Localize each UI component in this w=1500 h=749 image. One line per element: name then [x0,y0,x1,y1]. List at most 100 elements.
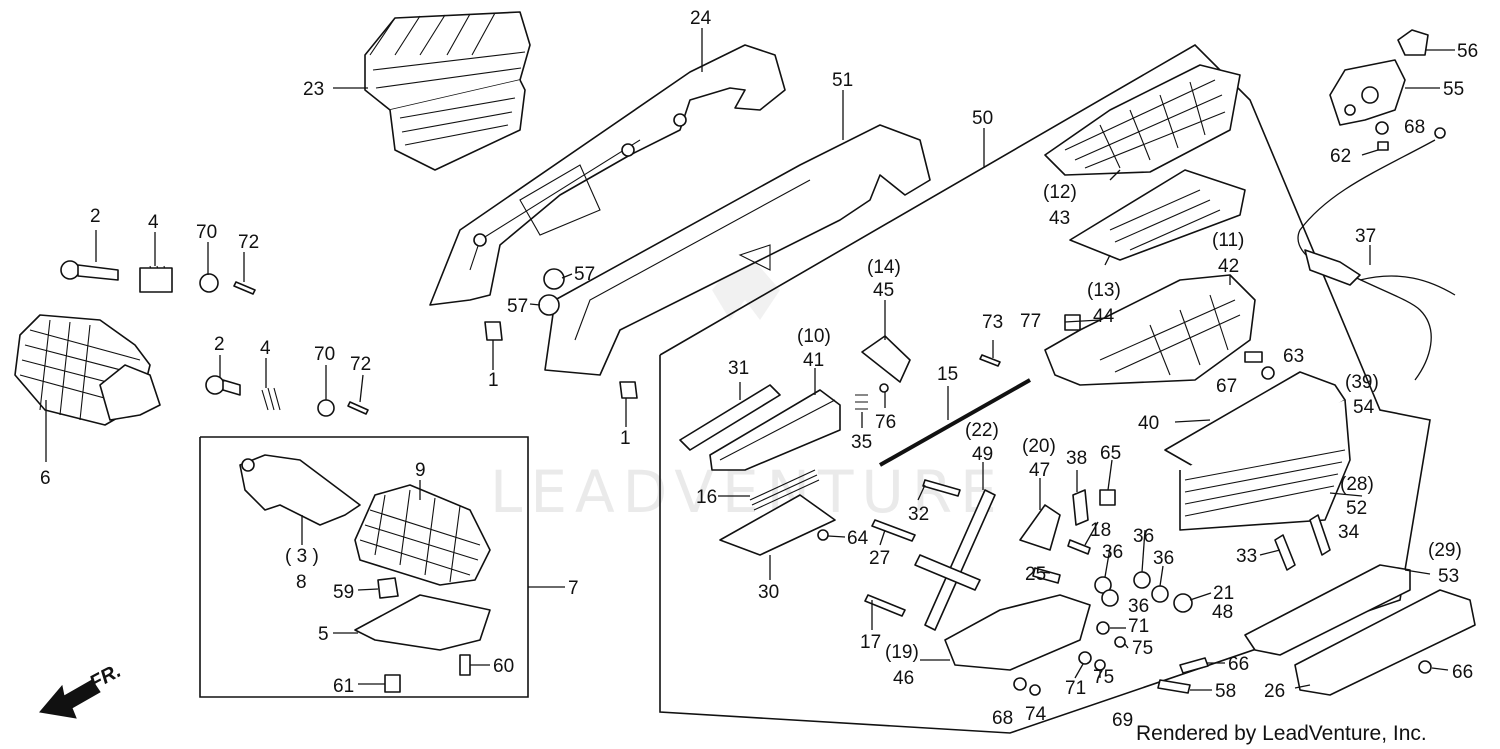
callout-44: 44 [1093,306,1115,327]
callout-2-left: 2 [90,206,101,227]
callout-34: 34 [1338,522,1360,543]
callout-6: 6 [40,468,51,489]
callout-45: 45 [873,280,894,301]
part-1-nut-b [619,381,638,399]
callout-68-bottom: 68 [992,708,1013,729]
callout-54: 54 [1353,397,1375,418]
callout-2-right: 2 [214,334,225,355]
part-64-bolt [817,529,829,541]
callout-40: 40 [1138,413,1159,434]
callout-62: 62 [1330,146,1351,167]
callout-5: 5 [318,624,329,645]
part-2-pin-a [60,260,119,281]
callout-7: 7 [568,578,579,599]
footpeg-box [199,436,529,698]
callout-75-lower: 75 [1093,667,1114,688]
callout-12: (12) [1043,182,1077,203]
part-31-link [679,384,781,451]
callout-26: 26 [1264,681,1285,702]
part-1-nut-a [484,321,503,341]
front-direction-arrow: FR. [39,660,125,719]
callout-71-lower: 71 [1065,678,1086,699]
part-2-pin-b [205,375,241,396]
part-74-nut [1029,684,1041,696]
callout-36-c: 36 [1102,542,1123,563]
callout-3: ( 3 ) [285,546,319,567]
callout-15: 15 [937,364,958,385]
callout-75-upper: 75 [1132,638,1153,659]
part-16-spring [749,469,820,511]
callout-36-b: 36 [1153,548,1174,569]
part-59-collar [377,577,399,599]
part-17-bolt [864,594,906,617]
part-4-spring-a [139,265,173,293]
callout-49: 49 [972,444,993,465]
part-57-grommet-a [543,268,565,290]
part-62-bolt [1377,141,1389,151]
callout-17: 17 [860,632,881,653]
callout-51: 51 [832,70,853,91]
callout-50: 50 [972,108,993,129]
callout-27: 27 [869,548,890,569]
part-45-bracket [861,335,911,383]
part-66-bolts [1157,657,1432,694]
callout-72-right: 72 [350,354,371,375]
callout-59: 59 [333,582,354,603]
callout-20: (20) [1022,436,1056,457]
callout-labels: 23 24 51 50 56 55 68 62 (12) 43 37 (11) … [40,8,1478,729]
part-6-footpeg [14,314,161,426]
part-26-rail [1294,589,1476,696]
callout-56: 56 [1457,41,1478,62]
part-37-cable [1297,127,1456,381]
leader-lines [45,28,1455,691]
part-57-grommet-b [538,294,560,316]
callout-36-d: 36 [1128,596,1149,617]
credit-text: Rendered by LeadVenture, Inc. [1136,722,1427,745]
callout-19: (19) [885,642,919,663]
part-68-washer-b [1013,677,1027,691]
callout-74: 74 [1025,704,1047,725]
callout-22: (22) [965,420,999,441]
callout-64: 64 [847,528,869,549]
part-4-spring-b [261,387,281,411]
callout-31: 31 [728,358,749,379]
part-38-clip [1072,489,1089,526]
part-24-cover [429,44,786,306]
part-56-cap [1397,29,1429,56]
callout-77: 77 [1020,311,1041,332]
part-63-bolt [1244,351,1263,363]
callout-61: 61 [333,676,354,697]
callout-28: (28) [1340,474,1374,495]
part-65-bolt [1099,489,1116,506]
part-48-bushing [1173,593,1193,613]
assembly-frame [659,43,1431,734]
part-72-pin-a [233,281,256,295]
callout-18: 18 [1090,520,1111,541]
callout-32: 32 [908,504,929,525]
callout-47: 47 [1029,460,1050,481]
callout-10: (10) [797,326,831,347]
callout-67: 67 [1216,376,1237,397]
part-55-latch [1329,59,1406,126]
callout-57-top: 57 [574,264,595,285]
part-3-bracket [239,454,361,526]
callout-43: 43 [1049,208,1070,229]
callout-41: 41 [803,350,824,371]
callout-63: 63 [1283,346,1304,367]
callout-25: 25 [1025,564,1046,585]
part-42-footboard [1044,274,1256,386]
callout-4-left: 4 [148,212,159,233]
part-27-bolt [871,519,916,542]
part-67-washer [1261,366,1275,380]
callout-38: 38 [1066,448,1087,469]
callout-14: (14) [867,257,901,278]
callout-52: 52 [1346,498,1367,519]
callout-71-upper: 71 [1128,616,1149,637]
part-36-bushings [1094,571,1169,607]
credit-prefix: 69 [1112,710,1133,731]
callout-60: 60 [493,656,514,677]
part-35-spring [855,394,868,410]
callout-73: 73 [982,312,1003,333]
part-76-pin [879,383,889,393]
